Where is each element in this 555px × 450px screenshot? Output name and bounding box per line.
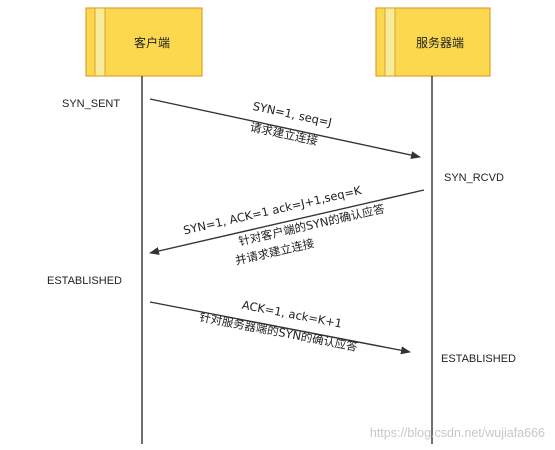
message-syn-ack-labels: SYN=1, ACK=1 ack=J+1,seq=K 针对客户端的SYN的确认应… — [182, 183, 387, 268]
client-label: 客户端 — [134, 35, 170, 50]
arrow-syn-ack — [149, 189, 425, 255]
watermark-text: https://blog.csdn.net/wujiafa666 — [370, 426, 545, 440]
arrow-ack — [149, 301, 411, 355]
message-ack-labels: ACK=1, ack=K+1 针对服务器端的SYN的确认应答 — [198, 298, 359, 354]
client-state-syn-sent: SYN_SENT — [62, 98, 120, 110]
server-state-established: ESTABLISHED — [441, 353, 516, 365]
server-label: 服务器端 — [416, 35, 464, 50]
arrow-syn — [149, 98, 421, 160]
client-state-established: ESTABLISHED — [47, 275, 122, 287]
message-syn-labels: SYN=1, seq=J 请求建立连接 — [249, 99, 333, 148]
client-box: 客户端 — [85, 7, 203, 77]
server-box: 服务器端 — [375, 7, 491, 77]
server-state-syn-rcvd: SYN_RCVD — [444, 172, 504, 184]
